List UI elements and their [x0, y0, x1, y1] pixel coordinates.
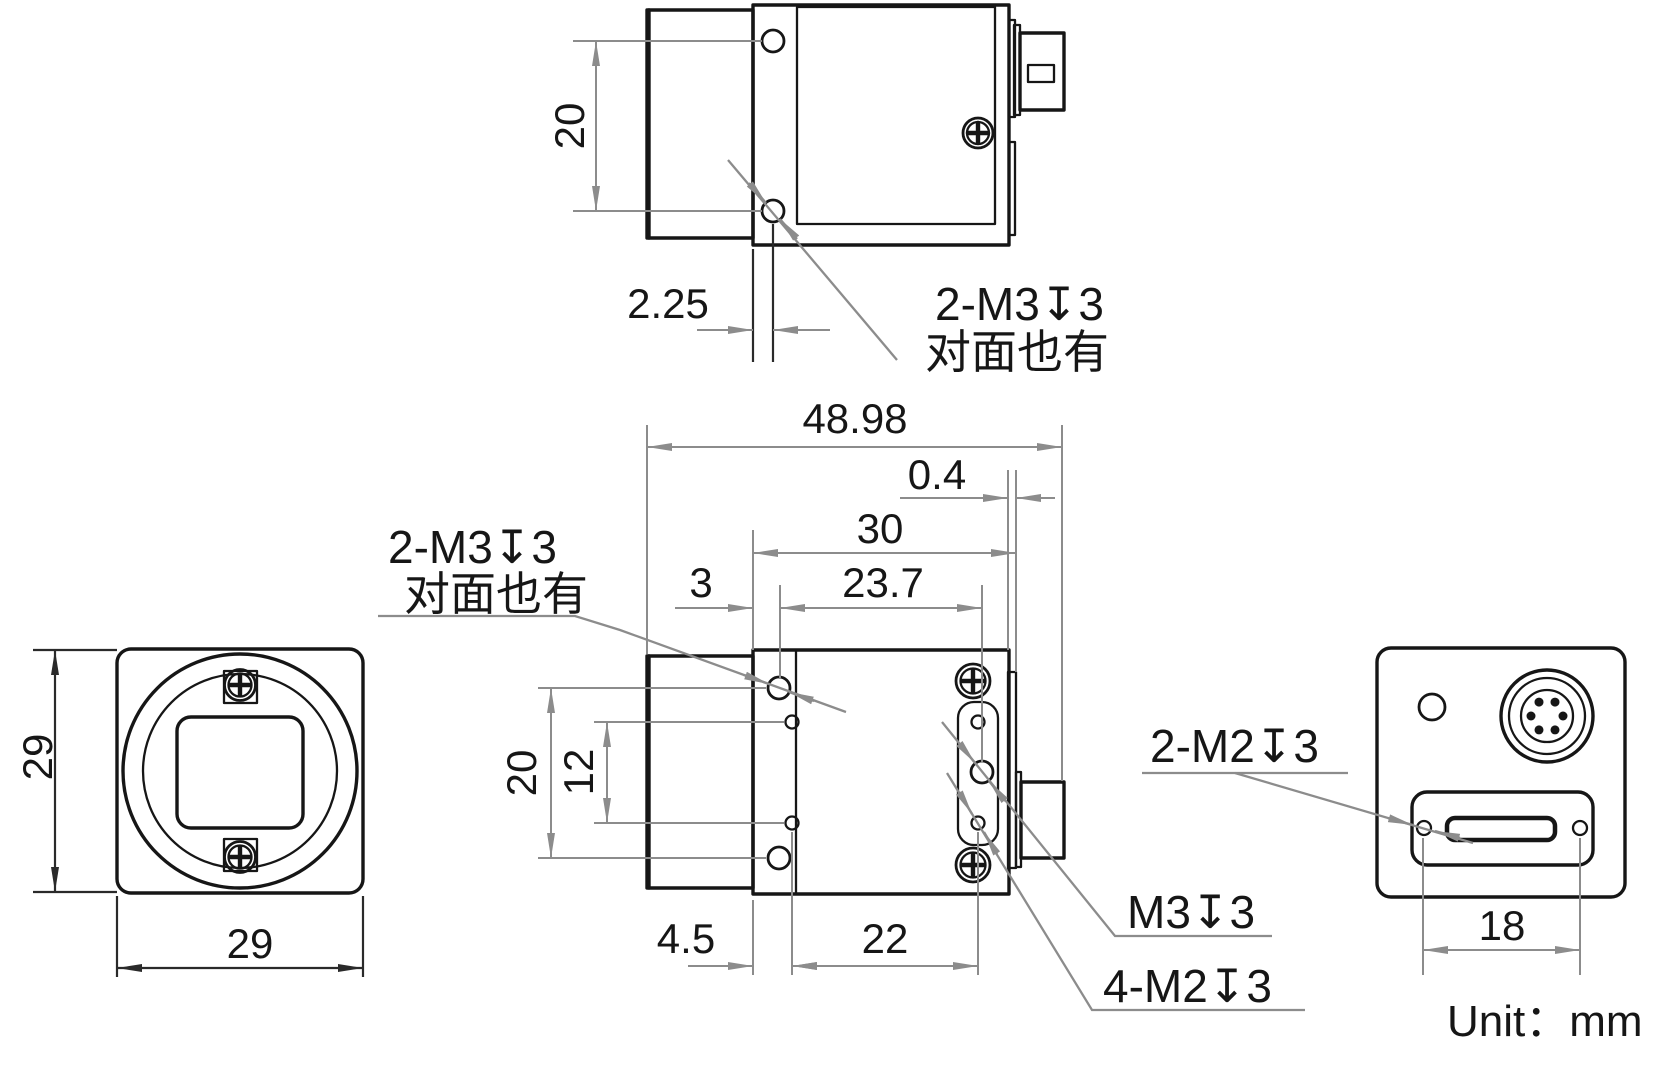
- label-m3-thread: M3↧3: [1127, 886, 1255, 938]
- connector-slot: [1026, 63, 1056, 84]
- side-view: 48.98 0.4 30 3 23.7 20 12: [378, 395, 1305, 1012]
- m3-hole-top: [760, 28, 786, 54]
- front-body-outline: [115, 647, 365, 895]
- dim-top-height: 20: [546, 103, 593, 150]
- unit-note: Unit：mm: [1447, 997, 1643, 1046]
- back-plate: [1006, 670, 1018, 870]
- leader-line: [378, 614, 847, 714]
- m2-hole-top-left: [784, 714, 800, 730]
- m2-hole-left: [1415, 819, 1433, 837]
- connector-block: [1018, 31, 1066, 112]
- label-m2-thread: 4-M2↧3: [1103, 960, 1272, 1012]
- circular-connector: [1499, 668, 1595, 764]
- label-m2-thread-back: 2-M2↧3: [1150, 720, 1319, 772]
- dim-top-hole-offset: 2.25: [627, 280, 709, 327]
- dim-front-width: 29: [227, 920, 274, 967]
- dim-plate-thickness: 0.4: [908, 451, 966, 498]
- dim-m3-vertical-span: 20: [498, 750, 545, 797]
- sensor-window: [175, 715, 305, 830]
- front-view: 29 29: [14, 647, 365, 977]
- m2-hole-bottom-right: [970, 815, 986, 831]
- dim-body-depth: 30: [857, 505, 904, 552]
- leader-line: [1234, 771, 1474, 845]
- phillips-screw-icon: [223, 840, 257, 874]
- phillips-screw-icon: [954, 662, 992, 700]
- lens-barrel-outline: [645, 654, 755, 890]
- io-connector-slot: [1444, 815, 1558, 843]
- dim-m2-vertical-span: 12: [555, 749, 602, 796]
- m3-hole-bottom-left: [766, 845, 792, 871]
- dim-hole-front-offset: 3: [689, 559, 712, 606]
- lens-mount-outer-circle: [121, 652, 359, 890]
- led-indicator: [1417, 692, 1447, 722]
- dim-hole-span: 23.7: [842, 559, 924, 606]
- dim-bottom-hole-span: 22: [862, 915, 909, 962]
- back-view: 2-M2↧3 18: [1142, 646, 1627, 975]
- thread-note-top-line1: 2-M3↧3: [935, 278, 1104, 330]
- phillips-screw-icon: [954, 846, 992, 884]
- phillips-screw-icon: [961, 116, 995, 150]
- m2-hole-right: [1571, 819, 1589, 837]
- phillips-screw-icon: [223, 668, 257, 702]
- back-body-outline: [1375, 646, 1627, 899]
- thread-note-top-line2: 对面也有: [925, 326, 1109, 378]
- body-outline: [751, 3, 1011, 247]
- m2-hole-bottom-left: [784, 815, 800, 831]
- m2-hole-top-right: [970, 714, 986, 730]
- io-connector-recess: [1410, 790, 1595, 867]
- thread-note-side-line1: 2-M3↧3: [388, 521, 557, 573]
- cover-panel-seam: [795, 5, 997, 226]
- thread-note-side-line2: 对面也有: [404, 568, 588, 620]
- dim-back-hole-span: 18: [1479, 902, 1526, 949]
- lens-barrel-outline: [645, 8, 755, 240]
- dim-total-length: 48.98: [802, 395, 907, 442]
- dim-front-height: 29: [14, 734, 61, 781]
- dim-bottom-front-offset: 4.5: [657, 915, 715, 962]
- back-plate-tab-bottom: [1007, 140, 1017, 237]
- top-view: 20 2.25 2-M3↧3 对面也有: [546, 3, 1109, 378]
